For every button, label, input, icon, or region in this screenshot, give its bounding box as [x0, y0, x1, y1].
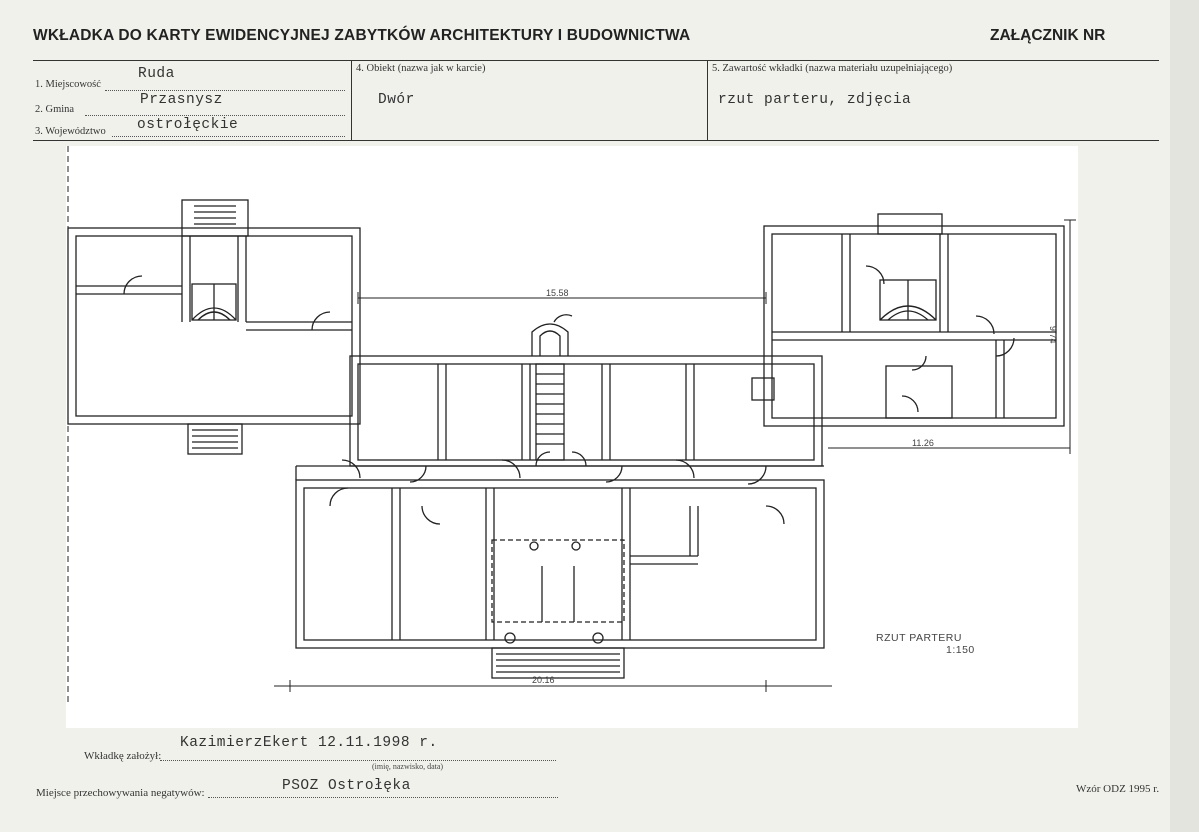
gmina-value: Przasnysz	[140, 92, 223, 108]
central-stair	[535, 363, 565, 461]
central-upper-block	[349, 355, 823, 467]
gmina-label: 2. Gmina	[35, 104, 75, 115]
plan-scale: 1:150	[946, 644, 975, 656]
form-version: Wzór ODZ 1995 r.	[1076, 783, 1160, 795]
right-column-box	[751, 377, 775, 401]
wojewodztwo-value: ostrołęckie	[137, 117, 239, 133]
left-top-stair-block	[181, 199, 249, 237]
left-wing-outline	[67, 227, 361, 425]
scan-edge	[1170, 0, 1199, 832]
floor-plan-drawing: 15.58 11.26 9.74 20.16 RZUT PARTERU 1:15…	[66, 146, 1078, 728]
obiekt-label: 4. Obiekt (nazwa jak w karcie)	[356, 63, 486, 74]
right-top-projection	[877, 213, 943, 235]
porch-dashed	[491, 539, 625, 623]
zalozyl-caption: (imię, nazwisko, data)	[372, 762, 444, 771]
left-entrance-steps	[187, 423, 243, 455]
negatywy-value: PSOZ Ostrołęka	[282, 778, 411, 794]
central-entrance-steps	[491, 647, 625, 679]
central-upper-inner	[357, 363, 815, 461]
negatywy-label: Miejsce przechowywania negatywów:	[36, 787, 205, 799]
table-divider-1	[351, 60, 352, 140]
miejscowosc-value: Ruda	[138, 66, 175, 82]
wojewodztwo-line	[112, 136, 345, 137]
left-wing-inner	[75, 235, 353, 417]
miejscowosc-label: 1. Miejscowość	[35, 79, 101, 90]
table-top-rule	[33, 60, 1159, 61]
table-divider-2	[707, 60, 708, 140]
obiekt-value: Dwór	[378, 92, 415, 108]
zalozyl-line	[160, 760, 556, 761]
central-lower-inner	[303, 487, 817, 641]
dim-label-right-side: 9.74	[1048, 326, 1058, 344]
dim-label-top: 15.58	[546, 288, 569, 298]
floor-plan-svg	[67, 146, 1076, 706]
dim-label-bottom: 20.16	[532, 675, 555, 685]
document-title: WKŁADKA DO KARTY EWIDENCYJNEJ ZABYTKÓW A…	[33, 27, 691, 44]
central-lower-block	[295, 479, 825, 649]
wojewodztwo-label: 3. Województwo	[35, 126, 106, 137]
attachment-number-label: ZAŁĄCZNIK NR	[990, 27, 1106, 44]
zawartosc-value: rzut parteru, zdjęcia	[718, 92, 912, 108]
plan-title: RZUT PARTERU	[876, 632, 962, 644]
miejscowosc-line	[105, 90, 345, 91]
zalozyl-label: Wkładkę założył:	[84, 750, 162, 762]
right-small-room	[885, 365, 953, 419]
zalozyl-value: KazimierzEkert 12.11.1998 r.	[180, 735, 438, 751]
dim-label-right-bottom: 11.26	[912, 438, 934, 448]
negatywy-line	[208, 797, 558, 798]
zawartosc-label: 5. Zawartość wkładki (nazwa materiału uz…	[712, 63, 953, 74]
right-wing-outline	[763, 225, 1065, 427]
table-bottom-rule	[33, 140, 1159, 141]
gmina-line	[85, 115, 345, 116]
